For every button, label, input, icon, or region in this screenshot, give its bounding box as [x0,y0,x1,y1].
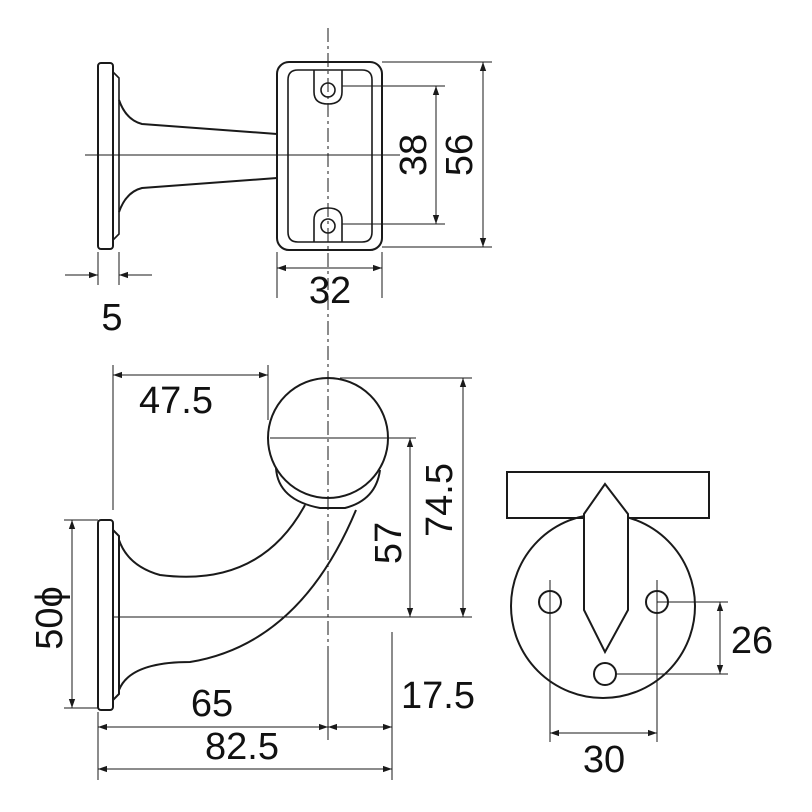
dim-label-47-5: 47.5 [139,380,213,422]
dim-label-50-dia: 50ϕ [29,586,71,650]
dim-label-57: 57 [368,522,410,564]
dim-label-38: 38 [393,134,435,176]
dim-label-82-5: 82.5 [205,726,279,768]
side-arm-lower [118,509,357,691]
front-view-dimensions [549,580,728,742]
top-plate-outer [276,61,383,251]
top-view-dimensions [65,61,492,298]
side-view-dimensions [64,365,472,780]
top-arm-lower [118,177,278,213]
dim-label-65: 65 [191,683,233,725]
top-flange-step [112,71,120,241]
side-saddle [275,467,381,509]
side-arm-upper [118,504,306,578]
side-flange-step [112,529,120,701]
side-view [97,296,416,711]
side-flange [97,519,114,711]
top-flange [97,62,114,250]
dim-label-30: 30 [583,739,625,781]
dim-label-5: 5 [101,297,122,339]
dim-label-17-5: 17.5 [401,675,475,717]
front-blade [583,482,629,655]
dim-label-32: 32 [309,270,351,312]
top-arm [118,99,278,135]
dim-label-26: 26 [731,620,773,662]
dim-label-56: 56 [439,134,481,176]
dim-label-74-5: 74.5 [419,463,461,537]
top-view [85,28,400,290]
front-view [506,471,710,699]
front-hole-bottom [593,662,617,686]
top-plate-inner [287,69,373,243]
